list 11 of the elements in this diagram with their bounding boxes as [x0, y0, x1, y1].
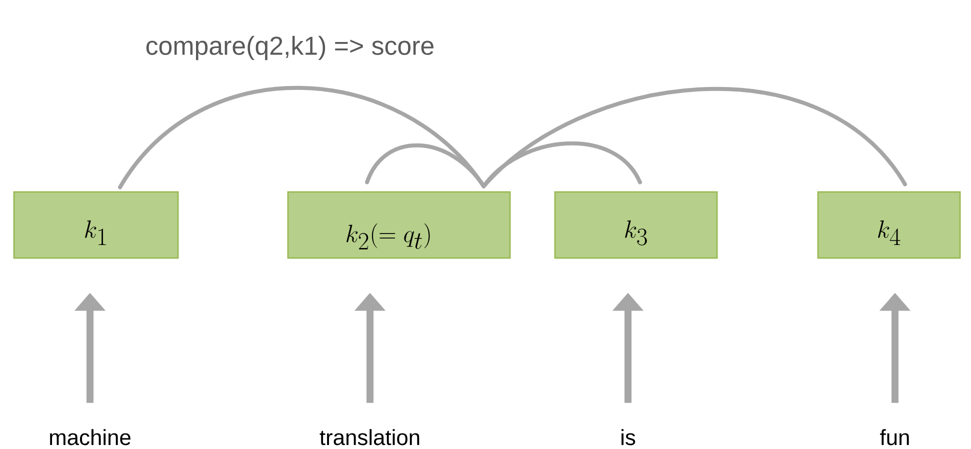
arc — [365, 143, 486, 188]
edge-label: compare(q2,k1) => score — [146, 36, 434, 60]
word: is — [622, 429, 636, 446]
word: machine — [50, 429, 130, 446]
key-box: $k_{1}$ — [13, 191, 179, 259]
word: fun — [880, 429, 909, 446]
key-box: $k_{4}$ — [817, 191, 961, 259]
key-box: $k_{3}$ — [554, 191, 718, 259]
arc — [482, 87, 907, 188]
key-box: $k_{2}(=q_{t})$ — [287, 191, 511, 259]
word: translation — [320, 429, 420, 446]
